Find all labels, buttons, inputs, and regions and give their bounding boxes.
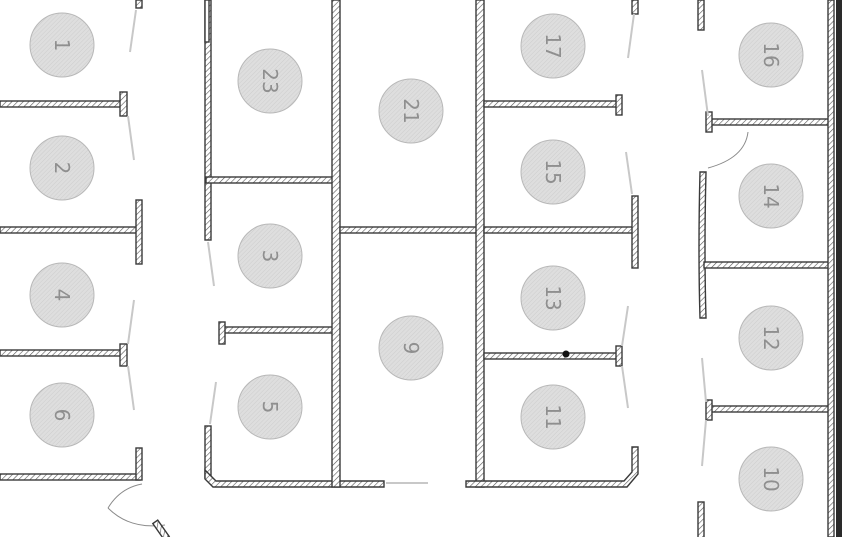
room-badge-circle: [29, 382, 95, 448]
room-number-label: 16: [759, 42, 783, 67]
center-left-doors: [207, 241, 428, 484]
room-badge-circle: [237, 223, 303, 289]
marker-dot: [562, 350, 570, 358]
room-6[interactable]: 6: [29, 382, 95, 448]
room-number-label: 5: [258, 401, 282, 414]
right-wing-walls: [697, 0, 842, 537]
room-badge-circle: [29, 12, 95, 78]
room-badge-circle: [738, 446, 804, 512]
room-badge-circle: [29, 135, 95, 201]
room-number-label: 1: [50, 39, 74, 52]
room-badge-circle: [237, 374, 303, 440]
room-16[interactable]: 16: [738, 22, 804, 88]
room-number-label: 10: [759, 466, 783, 491]
room-13[interactable]: 13: [520, 265, 586, 331]
room-badge-circle: [738, 163, 804, 229]
room-number-label: 11: [541, 404, 565, 429]
room-number-label: 4: [50, 289, 74, 302]
room-badge-circle: [520, 139, 586, 205]
room-number-label: 21: [399, 98, 423, 123]
room-number-label: 15: [541, 159, 565, 184]
left-wing-walls: [0, 0, 143, 481]
room-number-label: 6: [50, 409, 74, 422]
room-badge-circle: [29, 262, 95, 328]
room-10[interactable]: 10: [738, 446, 804, 512]
room-3[interactable]: 3: [237, 223, 303, 289]
room-number-label: 9: [399, 342, 423, 355]
room-badge-circle: [520, 384, 586, 450]
room-15[interactable]: 15: [520, 139, 586, 205]
center-right-doors: [621, 13, 635, 409]
room-number-label: 23: [258, 68, 282, 93]
room-badge-circle: [520, 265, 586, 331]
room-badge-circle: [237, 48, 303, 114]
right-wing-doors: [701, 69, 749, 467]
room-4[interactable]: 4: [29, 262, 95, 328]
room-number-label: 3: [258, 250, 282, 263]
room-badge-circle: [738, 22, 804, 88]
room-17[interactable]: 17: [520, 13, 586, 79]
room-badge-circle: [520, 13, 586, 79]
room-23[interactable]: 23: [237, 48, 303, 114]
room-number-label: 13: [541, 285, 565, 310]
room-9[interactable]: 9: [378, 315, 444, 381]
room-2[interactable]: 2: [29, 135, 95, 201]
room-12[interactable]: 12: [738, 305, 804, 371]
room-number-label: 17: [541, 33, 565, 58]
room-5[interactable]: 5: [237, 374, 303, 440]
center-left-walls: [204, 0, 479, 488]
room-14[interactable]: 14: [738, 163, 804, 229]
room-number-label: 12: [759, 325, 783, 350]
left-wing-doors: [107, 9, 171, 537]
room-number-label: 2: [50, 162, 74, 175]
center-right-walls: [465, 0, 639, 488]
room-11[interactable]: 11: [520, 384, 586, 450]
room-badge-circle: [378, 78, 444, 144]
room-1[interactable]: 1: [29, 12, 95, 78]
room-21[interactable]: 21: [378, 78, 444, 144]
room-number-label: 14: [759, 183, 783, 208]
room-badge-circle: [378, 315, 444, 381]
room-badge-circle: [738, 305, 804, 371]
